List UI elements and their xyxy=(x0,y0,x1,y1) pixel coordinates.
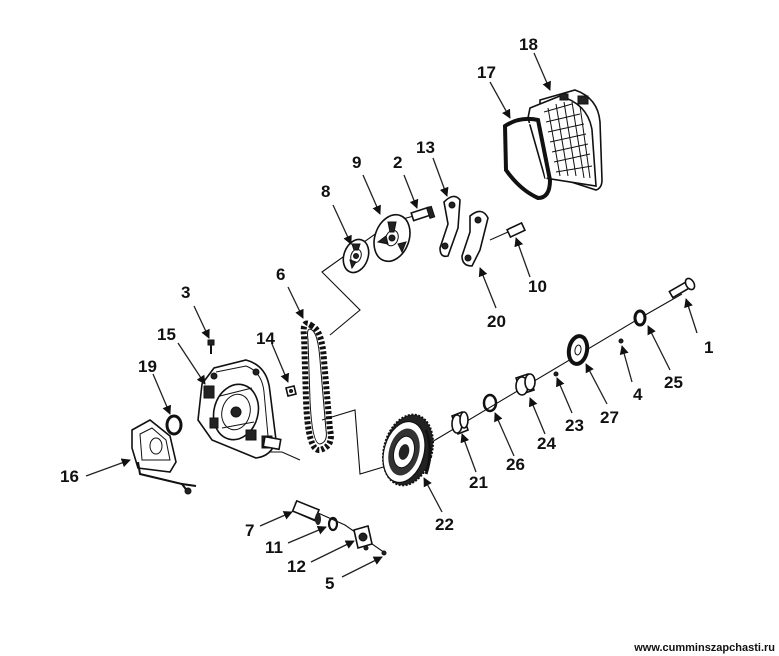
part-26-o-ring xyxy=(482,393,498,413)
label-3: 3 xyxy=(181,283,190,302)
label-7: 7 xyxy=(245,521,254,540)
label-27: 27 xyxy=(600,408,619,427)
part-2-bolt xyxy=(410,205,436,222)
label-26: 26 xyxy=(506,455,525,474)
part-22-gear xyxy=(382,413,434,487)
label-8: 8 xyxy=(321,182,330,201)
label-2: 2 xyxy=(393,153,402,172)
part-23-dowel xyxy=(553,371,559,377)
label-1: 1 xyxy=(704,338,713,357)
part-9-sprocket xyxy=(373,213,411,263)
part-3-bolt xyxy=(207,339,215,354)
label-10: 10 xyxy=(528,277,547,296)
label-18: 18 xyxy=(519,35,538,54)
part-8-sprocket xyxy=(342,238,370,274)
part-16-gasket-plate xyxy=(131,419,197,495)
part-10-bolt xyxy=(489,221,527,241)
part-1-bolt xyxy=(668,277,696,299)
label-23: 23 xyxy=(565,416,584,435)
label-14: 14 xyxy=(256,329,275,348)
part-13-guide xyxy=(439,195,461,258)
label-24: 24 xyxy=(537,434,556,453)
part-15-front-housing xyxy=(197,359,282,459)
label-9: 9 xyxy=(352,153,361,172)
label-4: 4 xyxy=(633,385,643,404)
part-20-guide xyxy=(461,210,489,267)
site-watermark: www.cumminszapchasti.ru xyxy=(633,642,775,654)
label-13: 13 xyxy=(416,138,435,157)
part-4-pin xyxy=(618,338,624,344)
part-24-spacer xyxy=(514,372,536,396)
label-22: 22 xyxy=(435,515,454,534)
part-6-chain xyxy=(300,320,334,453)
label-25: 25 xyxy=(664,373,683,392)
part-number-labels: 1 2 3 4 5 6 7 8 9 10 11 12 13 14 15 16 1… xyxy=(60,35,713,593)
label-15: 15 xyxy=(157,325,176,344)
label-5: 5 xyxy=(325,574,334,593)
part-27-thrust-washer xyxy=(566,334,590,366)
part-14-pin xyxy=(285,385,297,397)
label-16: 16 xyxy=(60,467,79,486)
part-17-gasket xyxy=(502,116,553,201)
label-6: 6 xyxy=(276,265,285,284)
part-25-washer xyxy=(633,309,647,327)
leader-arrows xyxy=(85,52,698,578)
part-7-sleeve xyxy=(291,499,321,525)
label-11: 11 xyxy=(265,538,283,557)
label-17: 17 xyxy=(477,63,496,82)
part-19-seal-ring xyxy=(165,414,183,436)
part-12-fitting xyxy=(353,524,373,551)
label-21: 21 xyxy=(469,473,488,492)
label-20: 20 xyxy=(487,312,506,331)
label-12: 12 xyxy=(287,557,306,576)
label-19: 19 xyxy=(138,357,157,376)
part-21-bushing xyxy=(451,410,469,436)
part-5-bolt xyxy=(381,550,387,556)
assembly-axis-lines xyxy=(204,211,683,554)
part-18-cover-plate xyxy=(527,89,603,191)
part-11-o-ring xyxy=(327,516,339,532)
